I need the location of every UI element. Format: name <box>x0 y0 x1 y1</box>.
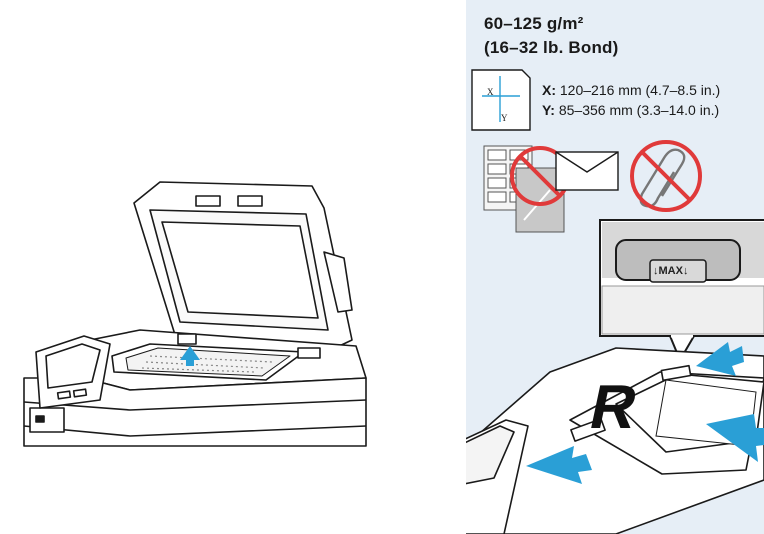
paper-size-x: X: 120–216 mm (4.7–8.5 in.) <box>542 82 720 98</box>
envelope-icon <box>555 151 619 191</box>
max-fill-callout <box>599 219 764 363</box>
specification-panel: R <box>466 0 764 534</box>
y-axis-letter: Y <box>501 113 508 123</box>
arrow-icon <box>526 342 764 484</box>
scanner-glass-illustration <box>23 181 367 447</box>
paper-size-x-value: 120–216 mm (4.7–8.5 in.) <box>559 82 721 98</box>
paper-weight-metric: 60–125 g/m² <box>484 14 584 33</box>
paper-size-x-key: X: <box>542 82 556 98</box>
x-axis-letter: X <box>487 87 494 97</box>
paper-weight-imperial: (16–32 lb. Bond) <box>484 38 619 57</box>
paper-size-y-value: 85–356 mm (3.3–14.0 in.) <box>558 102 720 118</box>
paper-size-y-key: Y: <box>542 102 555 118</box>
arrow-icon <box>180 346 200 366</box>
paper-size-icon <box>471 69 531 131</box>
prohibited-icon <box>630 140 702 212</box>
max-fill-label: ↓MAX↓ <box>653 265 689 277</box>
paper-size-y: Y: 85–356 mm (3.3–14.0 in.) <box>542 102 719 118</box>
